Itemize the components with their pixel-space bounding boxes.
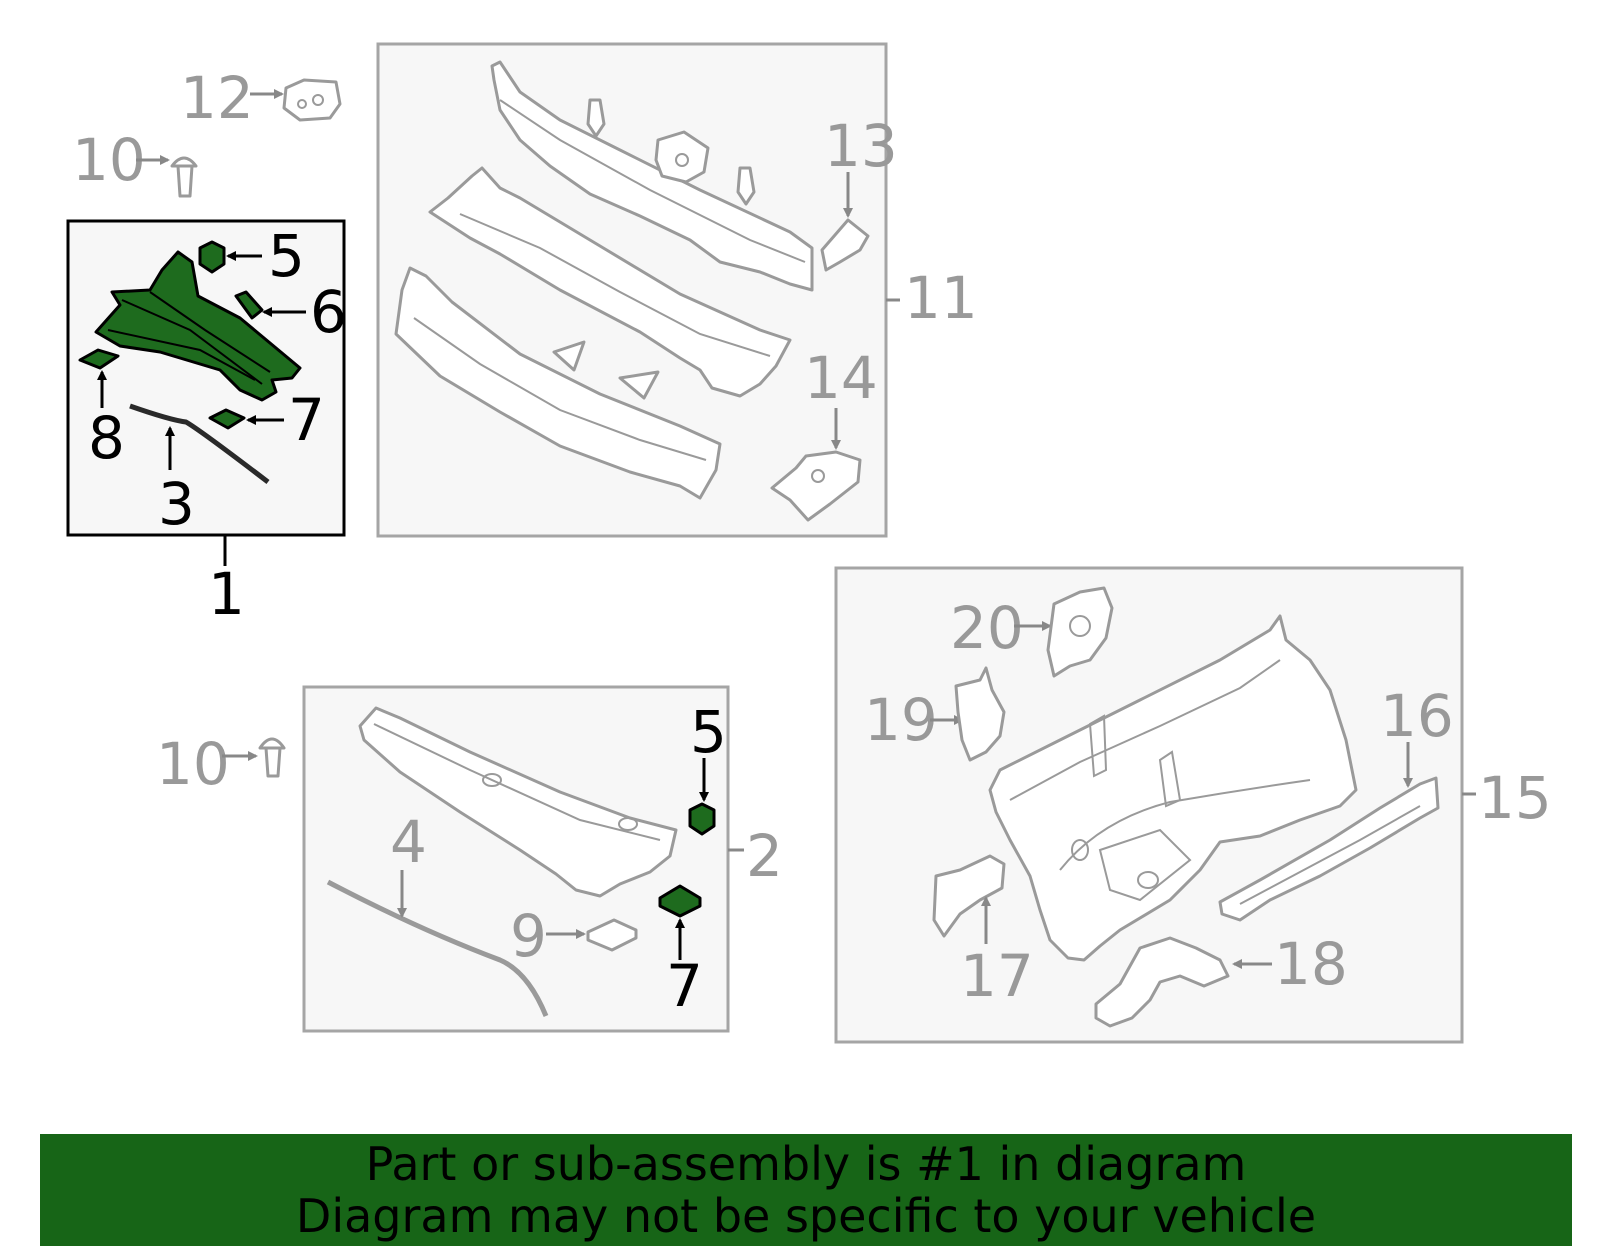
bracket-12-group[interactable]: 12 bbox=[180, 64, 342, 132]
assembly-11-group[interactable]: 11 13 14 bbox=[376, 42, 978, 538]
bracket-20-part[interactable] bbox=[1046, 586, 1114, 678]
pad-8-part[interactable] bbox=[78, 348, 120, 370]
cowl-middle-part[interactable] bbox=[428, 166, 792, 398]
crossmember-upper-part[interactable] bbox=[490, 60, 814, 292]
banner-line-2: Diagram may not be specific to your vehi… bbox=[295, 1189, 1317, 1243]
callout-18: 18 bbox=[1274, 930, 1348, 998]
clip-10b-part[interactable] bbox=[258, 737, 286, 778]
callout-16: 16 bbox=[1380, 682, 1454, 750]
bracket-19-part[interactable] bbox=[954, 666, 1006, 762]
assembly-15-group[interactable]: 15 20 19 16 17 18 bbox=[834, 566, 1552, 1044]
callout-4: 4 bbox=[390, 808, 427, 876]
callout-15: 15 bbox=[1478, 764, 1552, 832]
callout-9: 9 bbox=[510, 902, 547, 970]
callout-6: 6 bbox=[310, 278, 347, 346]
clip-10a-part[interactable] bbox=[170, 156, 198, 198]
bracket-17-part[interactable] bbox=[932, 854, 1006, 938]
pad-7b-part[interactable] bbox=[658, 884, 702, 918]
cowl-panel-part[interactable] bbox=[94, 250, 302, 402]
callout-13: 13 bbox=[824, 112, 898, 180]
callout-5b: 5 bbox=[690, 698, 727, 766]
callout-7a: 7 bbox=[288, 386, 325, 454]
callout-8: 8 bbox=[88, 404, 125, 472]
callout-1: 1 bbox=[208, 560, 245, 628]
callout-10b: 10 bbox=[156, 730, 230, 798]
seal-4-part[interactable] bbox=[326, 879, 549, 1017]
callout-11: 11 bbox=[904, 264, 978, 332]
clip-5b-part[interactable] bbox=[688, 802, 716, 836]
bracket-small-a-part[interactable] bbox=[586, 98, 606, 138]
bracket-14-part[interactable] bbox=[770, 450, 862, 522]
clip-10a-group[interactable]: 10 bbox=[72, 126, 198, 198]
bracket-mount-part[interactable] bbox=[654, 130, 710, 184]
floor-pan-part[interactable] bbox=[988, 614, 1358, 962]
seal-3-part[interactable] bbox=[129, 403, 270, 484]
callout-7b: 7 bbox=[666, 952, 703, 1020]
callout-19: 19 bbox=[864, 686, 938, 754]
assembly-2-group[interactable]: 2 5 7 9 4 bbox=[302, 685, 783, 1033]
pad-9-part[interactable] bbox=[586, 918, 638, 952]
callout-20: 20 bbox=[950, 594, 1024, 662]
callout-14: 14 bbox=[804, 344, 878, 412]
callout-3: 3 bbox=[158, 470, 195, 538]
bracket-tri-b-part[interactable] bbox=[618, 370, 660, 400]
callout-12: 12 bbox=[180, 64, 254, 132]
bracket-13-part[interactable] bbox=[820, 218, 870, 272]
clip-10b-group[interactable]: 10 bbox=[156, 730, 286, 798]
banner-line-1: Part or sub-assembly is #1 in diagram bbox=[365, 1137, 1247, 1191]
bracket-small-b-part[interactable] bbox=[736, 166, 756, 206]
callout-2: 2 bbox=[746, 822, 783, 890]
clip-5-part[interactable] bbox=[198, 240, 226, 274]
info-banner: Part or sub-assembly is #1 in diagram Di… bbox=[40, 1134, 1572, 1246]
callout-10a: 10 bbox=[72, 126, 146, 194]
assembly-1-box[interactable] bbox=[66, 219, 346, 537]
bracket-tri-a-part[interactable] bbox=[552, 340, 586, 372]
pad-7a-part[interactable] bbox=[208, 408, 246, 430]
assembly-1-group[interactable]: 1 5 6 8 7 3 bbox=[66, 219, 347, 628]
callout-5a: 5 bbox=[268, 222, 305, 290]
bracket-18-part[interactable] bbox=[1094, 936, 1230, 1028]
callout-17: 17 bbox=[960, 942, 1034, 1010]
